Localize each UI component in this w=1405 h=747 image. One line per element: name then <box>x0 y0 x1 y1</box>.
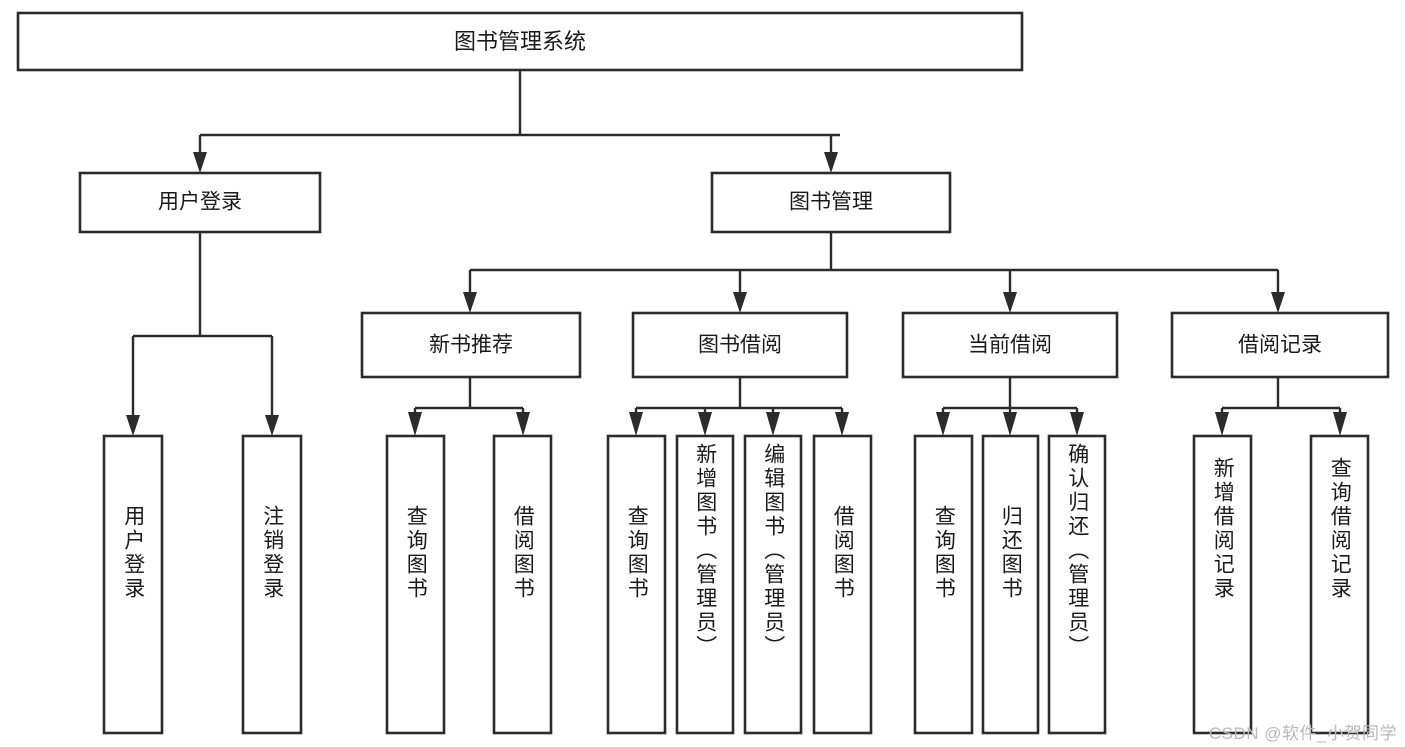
node-root[interactable]: 图书管理系统 <box>16 11 1024 72</box>
arrow-head-leaf-query-record <box>1333 412 1347 436</box>
arrow-head-book-borrow <box>733 292 747 313</box>
arrow-head-leaf-query-book-2 <box>629 412 643 436</box>
arrow-head-leaf-query-book-3 <box>936 412 950 436</box>
node-user-login-box[interactable] <box>78 171 322 234</box>
arrow-head-leaf-return-book <box>1003 412 1017 436</box>
arrow-head-leaf-edit-book <box>766 412 780 436</box>
node-leaf-add-book-box[interactable] <box>675 434 735 735</box>
watermark-text: CSDN @软件_小贺同学 <box>1208 724 1397 743</box>
node-book-borrow[interactable]: 图书借阅 <box>631 311 849 379</box>
node-book-manage-label: 图书管理 <box>789 191 873 214</box>
node-leaf-borrow-book-1-box[interactable] <box>492 434 553 735</box>
node-current-borrow-box[interactable] <box>901 311 1119 379</box>
edge-bookmanage-to-level2 <box>463 232 1285 313</box>
node-root-label: 图书管理系统 <box>454 29 586 54</box>
edge-borrowrecord-to-leaves <box>1215 377 1347 436</box>
node-current-borrow-label: 当前借阅 <box>968 334 1052 357</box>
node-book-borrow-box[interactable] <box>631 311 849 379</box>
edge-newbookrec-to-leaves <box>408 377 530 436</box>
node-leaf-borrow-book-2-box[interactable] <box>812 434 873 735</box>
node-leaf-query-book-1-box[interactable] <box>385 434 446 735</box>
node-leaf-add-record-box[interactable] <box>1192 434 1253 735</box>
node-leaf-user-login-box[interactable] <box>102 434 164 735</box>
node-user-login[interactable]: 用户登录 <box>78 171 322 234</box>
arrow-head-new-book-rec <box>463 292 477 313</box>
node-user-login-label: 用户登录 <box>158 191 242 214</box>
node-new-book-rec-box[interactable] <box>360 311 582 379</box>
node-book-borrow-label: 图书借阅 <box>698 334 782 357</box>
node-new-book-rec[interactable]: 新书推荐 <box>360 311 582 379</box>
edge-root-to-level1 <box>193 70 840 173</box>
arrow-head-leaf-user-login <box>126 415 140 436</box>
arrow-head-borrow-record <box>1271 292 1285 313</box>
edge-userlogin-to-leaves <box>126 232 279 436</box>
arrow-head-leaf-add-book <box>698 412 712 436</box>
node-root-box[interactable] <box>16 11 1024 72</box>
node-borrow-record-box[interactable] <box>1170 311 1390 379</box>
node-book-manage-box[interactable] <box>710 171 952 234</box>
node-leaf-query-book-3-box[interactable] <box>913 434 974 735</box>
node-current-borrow[interactable]: 当前借阅 <box>901 311 1119 379</box>
node-leaf-logout-box[interactable] <box>241 434 303 735</box>
arrow-head-current-borrow <box>1003 292 1017 313</box>
node-new-book-rec-label: 新书推荐 <box>429 334 513 357</box>
edge-bookborrow-to-leaves <box>629 377 849 436</box>
arrow-head-leaf-borrow-book-2 <box>835 412 849 436</box>
arrow-head-leaf-borrow-book-1 <box>516 412 530 436</box>
node-leaf-query-book-2-box[interactable] <box>606 434 667 735</box>
node-borrow-record[interactable]: 借阅记录 <box>1170 311 1390 379</box>
arrow-head-leaf-logout <box>265 415 279 436</box>
arrow-head-leaf-query-book-1 <box>408 412 422 436</box>
arrow-head-book-manage <box>824 152 838 173</box>
arrow-head-leaf-confirm-return <box>1070 412 1084 436</box>
leaf-boxes <box>102 434 1370 735</box>
arrow-head-leaf-add-record <box>1215 412 1229 436</box>
arrow-head-user-login <box>193 152 207 173</box>
node-leaf-edit-book-box[interactable] <box>743 434 803 735</box>
node-leaf-confirm-return-box[interactable] <box>1047 434 1107 735</box>
node-leaf-return-book-box[interactable] <box>981 434 1040 735</box>
node-book-manage[interactable]: 图书管理 <box>710 171 952 234</box>
edge-currentborrow-to-leaves <box>936 377 1084 436</box>
node-borrow-record-label: 借阅记录 <box>1238 334 1322 357</box>
node-leaf-query-record-box[interactable] <box>1309 434 1370 735</box>
